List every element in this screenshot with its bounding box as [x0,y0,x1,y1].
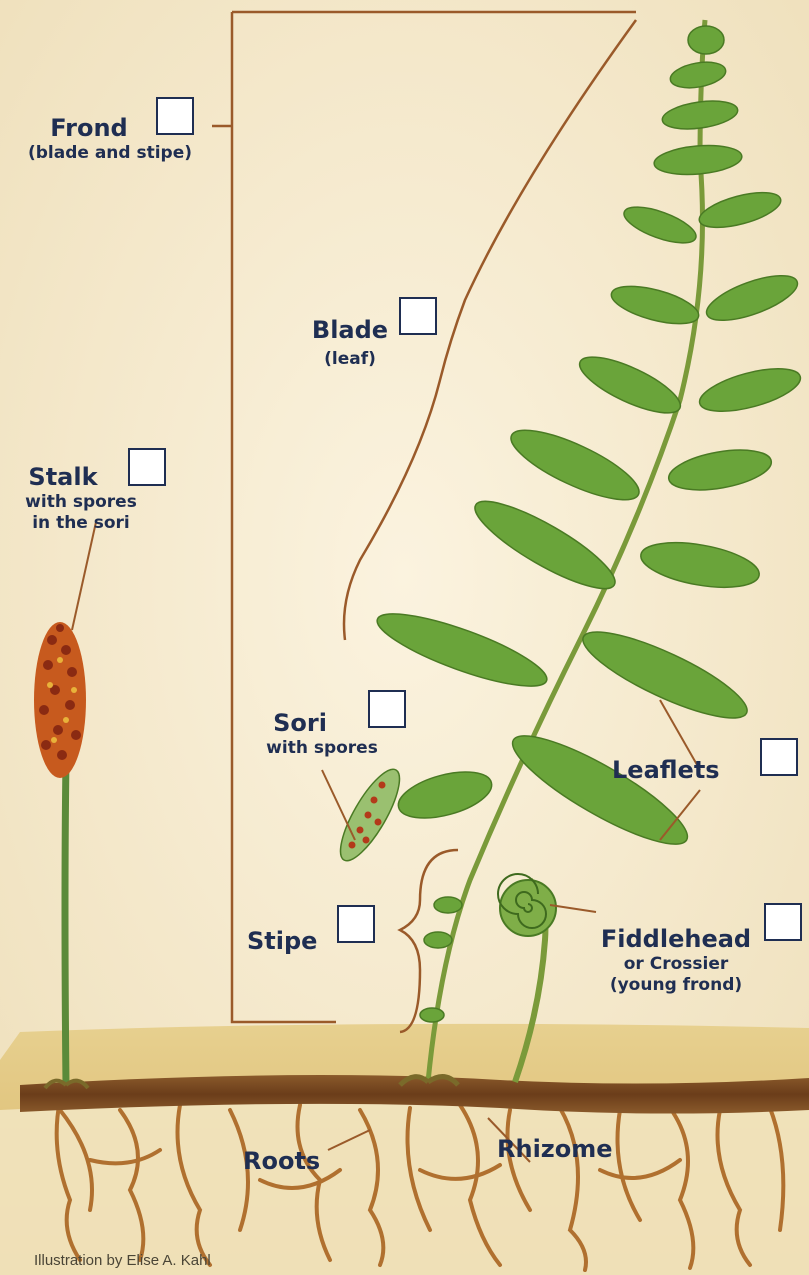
stipe-title: Stipe [247,926,327,956]
roots-title: Roots [243,1146,320,1176]
fiddlehead-title: Fiddlehead [590,924,762,954]
frond-subtitle: (blade and stipe) [10,143,210,164]
frond-answer-box[interactable] [156,97,194,135]
fiddlehead-subtitle-1: or Crossier [590,954,762,975]
stipe-label: Stipe [247,926,327,956]
sori-label: Sori with spores [262,708,382,759]
blade-title: Blade [305,315,395,345]
rhizome-label: Rhizome [497,1134,613,1164]
fiddlehead-subtitle-2: (young frond) [590,975,762,996]
stipe-answer-box[interactable] [337,905,375,943]
illustration-credit: Illustration by Elise A. Kahl [34,1252,211,1269]
leaflets-answer-box[interactable] [760,738,798,776]
roots-label: Roots [243,1146,320,1176]
leaflets-title: Leaflets [612,755,762,785]
sori-answer-box[interactable] [368,690,406,728]
stalk-title: Stalk [28,462,97,492]
frond-title: Frond [50,113,127,143]
leaflets-label: Leaflets [612,755,762,785]
blade-subtitle: (leaf) [305,349,395,370]
stalk-subtitle-1: with spores [12,492,150,513]
stalk-answer-box[interactable] [128,448,166,486]
fiddlehead-label: Fiddlehead or Crossier (young frond) [590,924,762,997]
blade-label: Blade (leaf) [305,315,395,370]
sori-title: Sori [273,708,327,738]
blade-answer-box[interactable] [399,297,437,335]
sori-subtitle: with spores [262,738,382,759]
soil-layer [0,1097,809,1275]
stalk-subtitle-2: in the sori [12,513,150,534]
fiddlehead-answer-box[interactable] [764,903,802,941]
rhizome-title: Rhizome [497,1134,613,1164]
